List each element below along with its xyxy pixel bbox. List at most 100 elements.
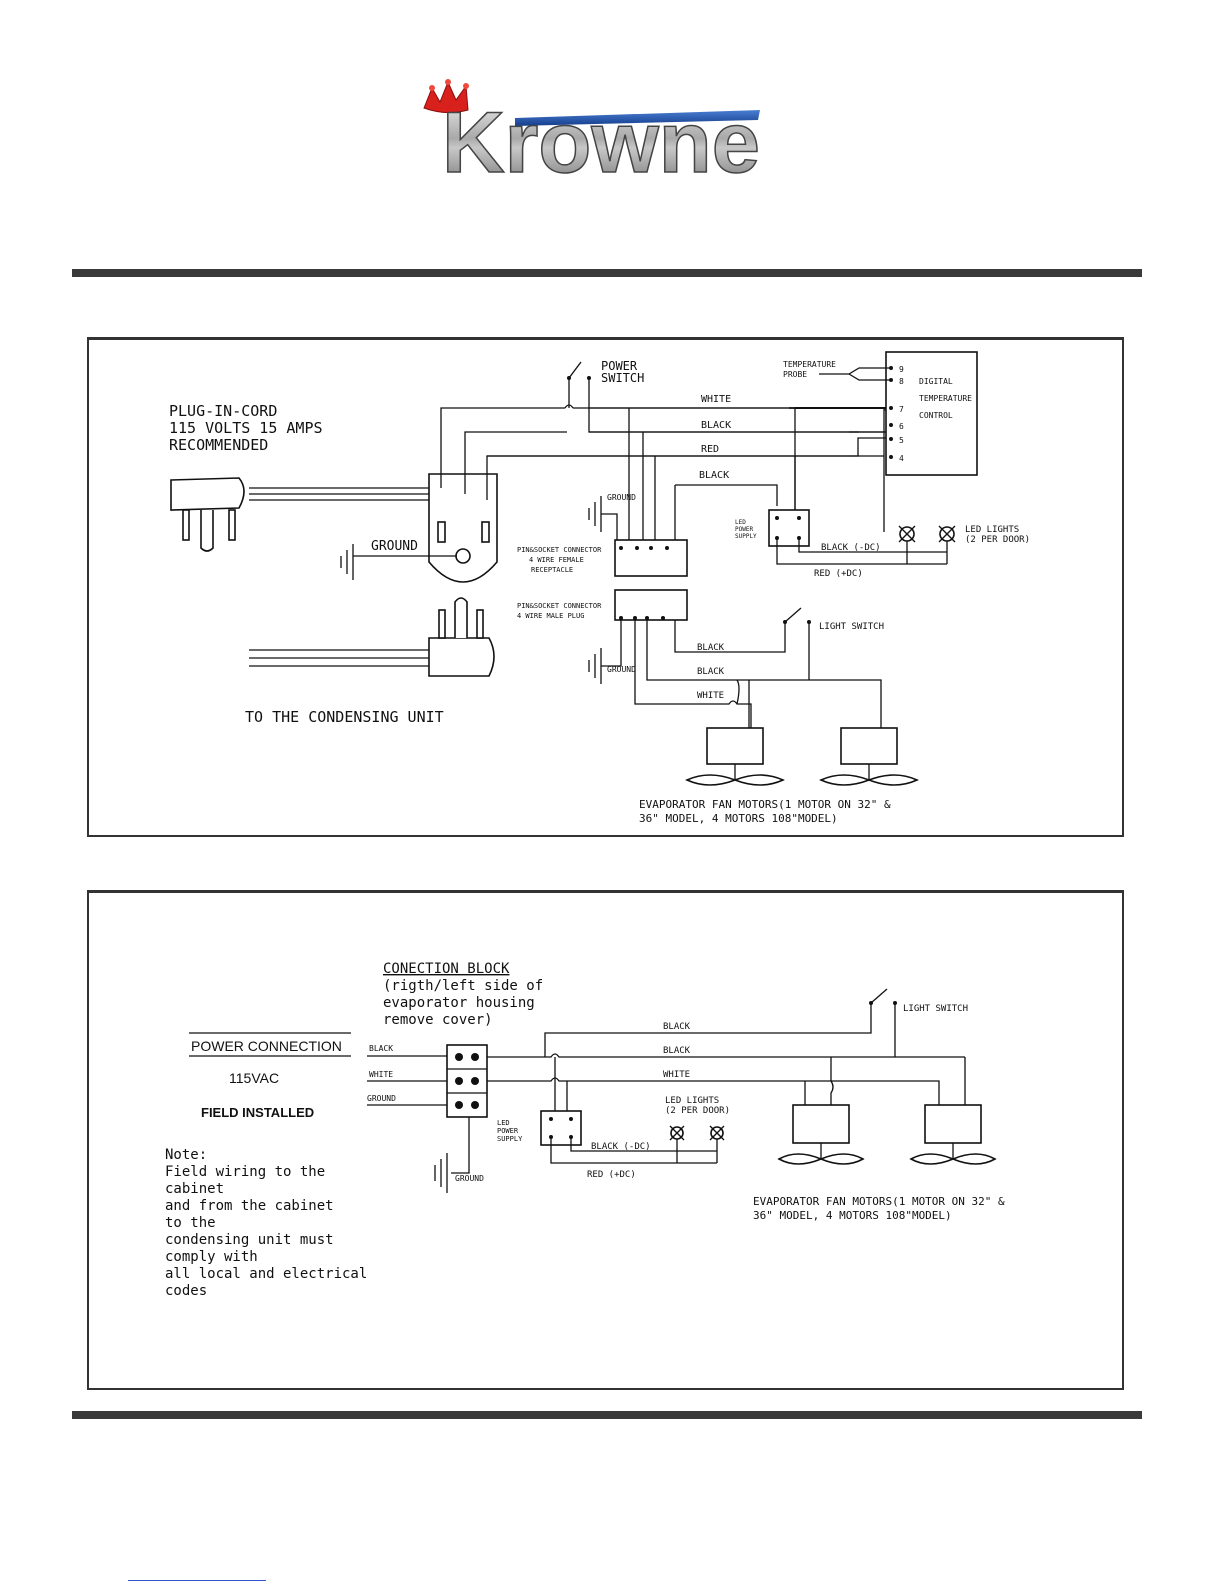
led-lights-2-label-1: LED LIGHTS (665, 1096, 719, 1106)
terminal-7: 7 (899, 405, 904, 414)
ground-symbol-top (588, 496, 618, 540)
led-supply-label-3: SUPPLY (735, 533, 757, 540)
ground-symbol-2 (434, 1153, 448, 1193)
input-white-label: WHITE (369, 1070, 393, 1079)
ground-bottom-label: GROUND (607, 665, 636, 674)
wire-black3-label: BLACK (697, 643, 725, 653)
conection-block-sub-3: remove cover) (383, 1012, 493, 1028)
dtc-label-1: DIGITAL (919, 377, 953, 386)
wiring-diagram-field-installed: CONECTION BLOCK (rigth/left side of evap… (87, 890, 1124, 1390)
wire-black2-label: BLACK (699, 470, 729, 481)
krowne-logo: Krowne (420, 79, 765, 192)
terminal-8: 8 (899, 377, 904, 386)
light-switch-icon-2 (869, 988, 897, 1005)
note-line-6: condensing unit must (165, 1232, 334, 1248)
fan-motor-icon-3 (777, 1104, 865, 1165)
female-connector-icon (614, 539, 688, 577)
male-conn-label-1: PIN&SOCKET CONNECTOR (517, 602, 602, 610)
fan-motors-label-2: 36" MODEL, 4 MOTORS 108"MODEL) (639, 812, 838, 825)
fan-motors-2-label-2: 36" MODEL, 4 MOTORS 108"MODEL) (753, 1209, 952, 1222)
terminal-5: 5 (899, 436, 904, 445)
note-line-9: codes (165, 1283, 207, 1299)
led-supply-label-1: LED (735, 519, 746, 526)
temp-probe-label-1: TEMPERATURE (783, 360, 836, 369)
led-power-supply-icon-2 (540, 1110, 582, 1146)
led-light-icon-2 (938, 525, 956, 564)
female-conn-label-1: PIN&SOCKET CONNECTOR (517, 546, 602, 554)
terminal-4: 4 (899, 454, 904, 463)
led-lights-label-2: (2 PER DOOR) (965, 535, 1030, 545)
receptacle-icon (428, 473, 498, 583)
plug-title-1: PLUG-IN-CORD (169, 402, 277, 420)
ground-label-2: GROUND (455, 1174, 484, 1183)
male-conn-label-2: 4 WIRE MALE PLUG (517, 612, 584, 620)
conection-block-sub-1: (rigth/left side of (383, 978, 543, 994)
note-line-1: Note: (165, 1147, 207, 1163)
note-line-4: and from the cabinet (165, 1198, 334, 1214)
to-condensing-label: TO THE CONDENSING UNIT (245, 708, 444, 726)
red-dc-label: RED (+DC) (814, 569, 863, 579)
male-connector-icon (614, 589, 688, 621)
conection-block-sub-2: evaporator housing (383, 995, 535, 1011)
wire-black-label: BLACK (701, 420, 731, 431)
note-line-5: to the (165, 1215, 216, 1231)
terminal-9: 9 (899, 365, 904, 374)
wire-black-top-label: BLACK (663, 1022, 691, 1032)
fan-motors-label-1: EVAPORATOR FAN MOTORS(1 MOTOR ON 32" & (639, 798, 891, 811)
note-line-2: Field wiring to the (165, 1164, 325, 1180)
plug-title-2: 115 VOLTS 15 AMPS (169, 419, 323, 437)
fan-motor-icon-1 (685, 727, 785, 786)
dtc-label-3: CONTROL (919, 411, 953, 420)
note-line-7: comply with (165, 1249, 258, 1265)
led-light-icon-1 (898, 525, 916, 564)
led-power-supply-icon (768, 509, 810, 547)
wire-red-label: RED (701, 444, 719, 455)
wire-black4-label: BLACK (697, 667, 725, 677)
wire-white2-label: WHITE (697, 691, 724, 701)
black-dc-label-2: BLACK (-DC) (591, 1142, 651, 1152)
cord-plug-icon (249, 597, 495, 677)
power-switch-icon (567, 361, 591, 408)
terminal-6: 6 (899, 422, 904, 431)
fan-motors-2-label-1: EVAPORATOR FAN MOTORS(1 MOTOR ON 32" & (753, 1195, 1005, 1208)
power-switch-label-2: SWITCH (601, 371, 644, 385)
wire-white-label-2: WHITE (663, 1070, 690, 1080)
black-dc-label: BLACK (-DC) (821, 543, 881, 553)
logo-text: Krowne (442, 95, 760, 191)
digital-temperature-control (885, 351, 978, 476)
conection-block-title: CONECTION BLOCK (383, 961, 510, 977)
led-supply-2-label-3: SUPPLY (497, 1135, 523, 1143)
input-ground-label: GROUND (367, 1094, 396, 1103)
note-line-3: cabinet (165, 1181, 224, 1197)
ground-symbol-plug (340, 544, 457, 580)
plug-icon (170, 477, 245, 552)
connection-block-icon (446, 1044, 488, 1118)
light-switch-icon-1 (783, 607, 811, 624)
ground-symbol-bottom (588, 620, 622, 684)
plug-title-3: RECOMMENDED (169, 436, 268, 454)
power-switch-label-1: POWER (601, 359, 638, 373)
ground-label-plug: GROUND (371, 539, 418, 554)
light-switch-label-1: LIGHT SWITCH (819, 622, 884, 632)
ground-top-label: GROUND (607, 493, 636, 502)
top-rule (72, 269, 1142, 277)
bottom-rule (72, 1411, 1142, 1419)
led-supply-2-label-2: POWER (497, 1127, 519, 1135)
field-installed-label: FIELD INSTALLED (201, 1105, 314, 1120)
fan-motor-icon-2 (819, 727, 919, 786)
wire-white-label: WHITE (701, 394, 731, 405)
blue-swoosh (515, 110, 760, 126)
wiring-diagram-plug-in: PLUG-IN-CORD 115 VOLTS 15 AMPS RECOMMEND… (87, 337, 1124, 837)
temp-probe-label-2: PROBE (783, 370, 807, 379)
note-line-8: all local and electrical (165, 1266, 367, 1282)
led-supply-2-label-1: LED (497, 1119, 510, 1127)
female-conn-label-2: 4 WIRE FEMALE (529, 556, 584, 564)
led-lights-label-1: LED LIGHTS (965, 525, 1019, 535)
light-switch-label-2: LIGHT SWITCH (903, 1004, 968, 1014)
red-dc-label-2: RED (+DC) (587, 1170, 636, 1180)
led-lights-2-label-2: (2 PER DOOR) (665, 1106, 730, 1116)
wire-black-mid-label: BLACK (663, 1046, 691, 1056)
fan-motor-icon-4 (909, 1104, 997, 1165)
female-conn-label-3: RECEPTACLE (531, 566, 573, 574)
footer-link-underline[interactable] (128, 1580, 266, 1581)
